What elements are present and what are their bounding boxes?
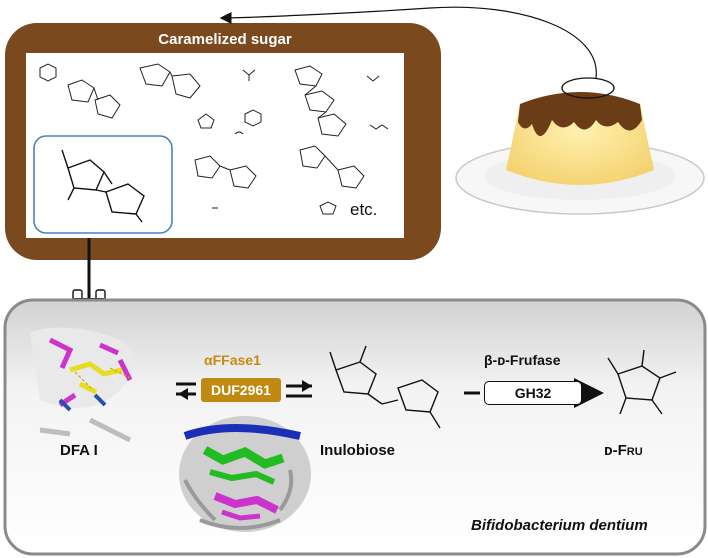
reversible-arrows bbox=[176, 380, 312, 400]
d-fru-label: ᴅ-Fru bbox=[604, 442, 643, 459]
enzyme1-family-badge: DUF2961 bbox=[201, 378, 281, 402]
dfa-structure bbox=[61, 149, 145, 223]
active-site-structure bbox=[30, 327, 135, 443]
dfa-i-label: DFA I bbox=[60, 442, 98, 459]
inulobiose-structure bbox=[329, 345, 441, 429]
dfa-highlight-box bbox=[33, 135, 173, 234]
inulobiose-label: Inulobiose bbox=[320, 442, 395, 459]
fructose-structure bbox=[607, 349, 677, 415]
etc-label: etc. bbox=[350, 200, 378, 219]
enzyme1-name: αFFase1 bbox=[204, 352, 261, 368]
organism-label: Bifidobacterium dentium bbox=[471, 517, 648, 534]
source-arrow bbox=[219, 6, 597, 79]
enzyme1-ribbon-model bbox=[179, 416, 311, 532]
sugar-molecule-sketches bbox=[39, 63, 389, 215]
pudding-illustration bbox=[455, 77, 705, 215]
enzyme2-name: β-ᴅ-Frufase bbox=[484, 352, 561, 368]
caramelized-sugar-title: Caramelized sugar bbox=[158, 31, 292, 48]
bacterium-cell bbox=[3, 298, 707, 556]
enzyme2-family-badge: GH32 bbox=[484, 381, 582, 405]
